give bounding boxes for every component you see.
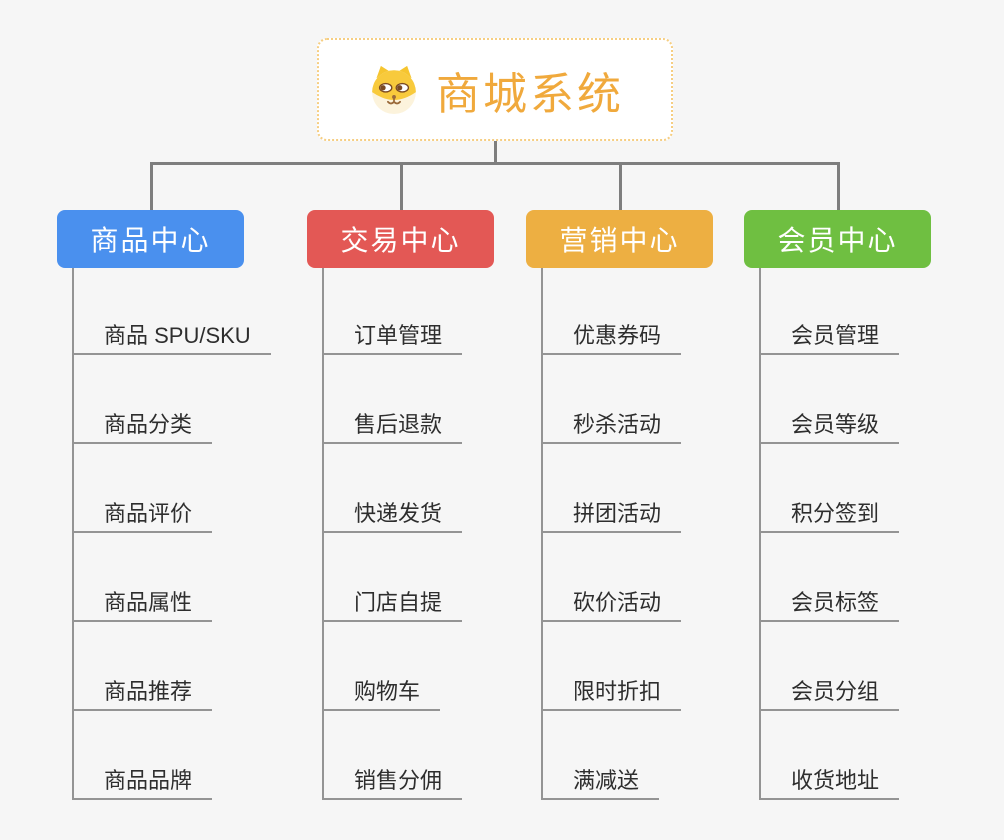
leaf-node[interactable]: 订单管理 bbox=[324, 319, 463, 355]
branch-node-0[interactable]: 商品中心 bbox=[57, 210, 244, 268]
connector-line bbox=[836, 162, 840, 210]
leaf-node[interactable]: 会员标签 bbox=[761, 586, 900, 622]
branch-children-rail: 商品 SPU/SKU 商品分类商品评价商品属性商品推荐商品品牌 bbox=[72, 268, 271, 800]
leaf-node[interactable]: 商品 SPU/SKU bbox=[74, 319, 271, 355]
branch-node-1[interactable]: 交易中心 bbox=[307, 210, 494, 268]
branch-children-rail: 订单管理售后退款快递发货门店自提购物车销售分佣 bbox=[322, 268, 463, 800]
leaf-node[interactable]: 门店自提 bbox=[324, 586, 463, 622]
leaf-node[interactable]: 购物车 bbox=[324, 675, 441, 711]
leaf-node[interactable]: 秒杀活动 bbox=[543, 408, 682, 444]
leaf-node[interactable]: 优惠券码 bbox=[543, 319, 682, 355]
leaf-node[interactable]: 限时折扣 bbox=[543, 675, 682, 711]
leaf-node[interactable]: 商品属性 bbox=[74, 586, 213, 622]
leaf-node[interactable]: 商品品牌 bbox=[74, 764, 213, 800]
leaf-node[interactable]: 售后退款 bbox=[324, 408, 463, 444]
leaf-node[interactable]: 砍价活动 bbox=[543, 586, 682, 622]
leaf-node[interactable]: 会员分组 bbox=[761, 675, 900, 711]
leaf-node[interactable]: 快递发货 bbox=[324, 497, 463, 533]
root-node[interactable]: 商城系统 bbox=[317, 38, 673, 141]
leaf-node[interactable]: 会员等级 bbox=[761, 408, 900, 444]
connector-line bbox=[149, 162, 840, 165]
branch-children-rail: 优惠券码秒杀活动拼团活动砍价活动限时折扣满减送 bbox=[541, 268, 682, 800]
leaf-node[interactable]: 积分签到 bbox=[761, 497, 900, 533]
leaf-node[interactable]: 商品分类 bbox=[74, 408, 213, 444]
connector-line bbox=[618, 162, 622, 210]
connector-line bbox=[149, 162, 153, 210]
connector-line bbox=[399, 162, 403, 210]
branch-node-2[interactable]: 营销中心 bbox=[526, 210, 713, 268]
leaf-node[interactable]: 收货地址 bbox=[761, 764, 900, 800]
leaf-node[interactable]: 销售分佣 bbox=[324, 764, 463, 800]
branch-children-rail: 会员管理会员等级积分签到会员标签会员分组收货地址 bbox=[759, 268, 900, 800]
leaf-node[interactable]: 商品推荐 bbox=[74, 675, 213, 711]
branch-node-3[interactable]: 会员中心 bbox=[744, 210, 931, 268]
leaf-node[interactable]: 会员管理 bbox=[761, 319, 900, 355]
connector-line bbox=[494, 141, 497, 165]
leaf-node[interactable]: 商品评价 bbox=[74, 497, 213, 533]
root-title: 商城系统 bbox=[436, 69, 624, 119]
leaf-node[interactable]: 拼团活动 bbox=[543, 497, 682, 533]
leaf-node[interactable]: 满减送 bbox=[543, 764, 660, 800]
shiba-dog-icon bbox=[366, 64, 422, 115]
